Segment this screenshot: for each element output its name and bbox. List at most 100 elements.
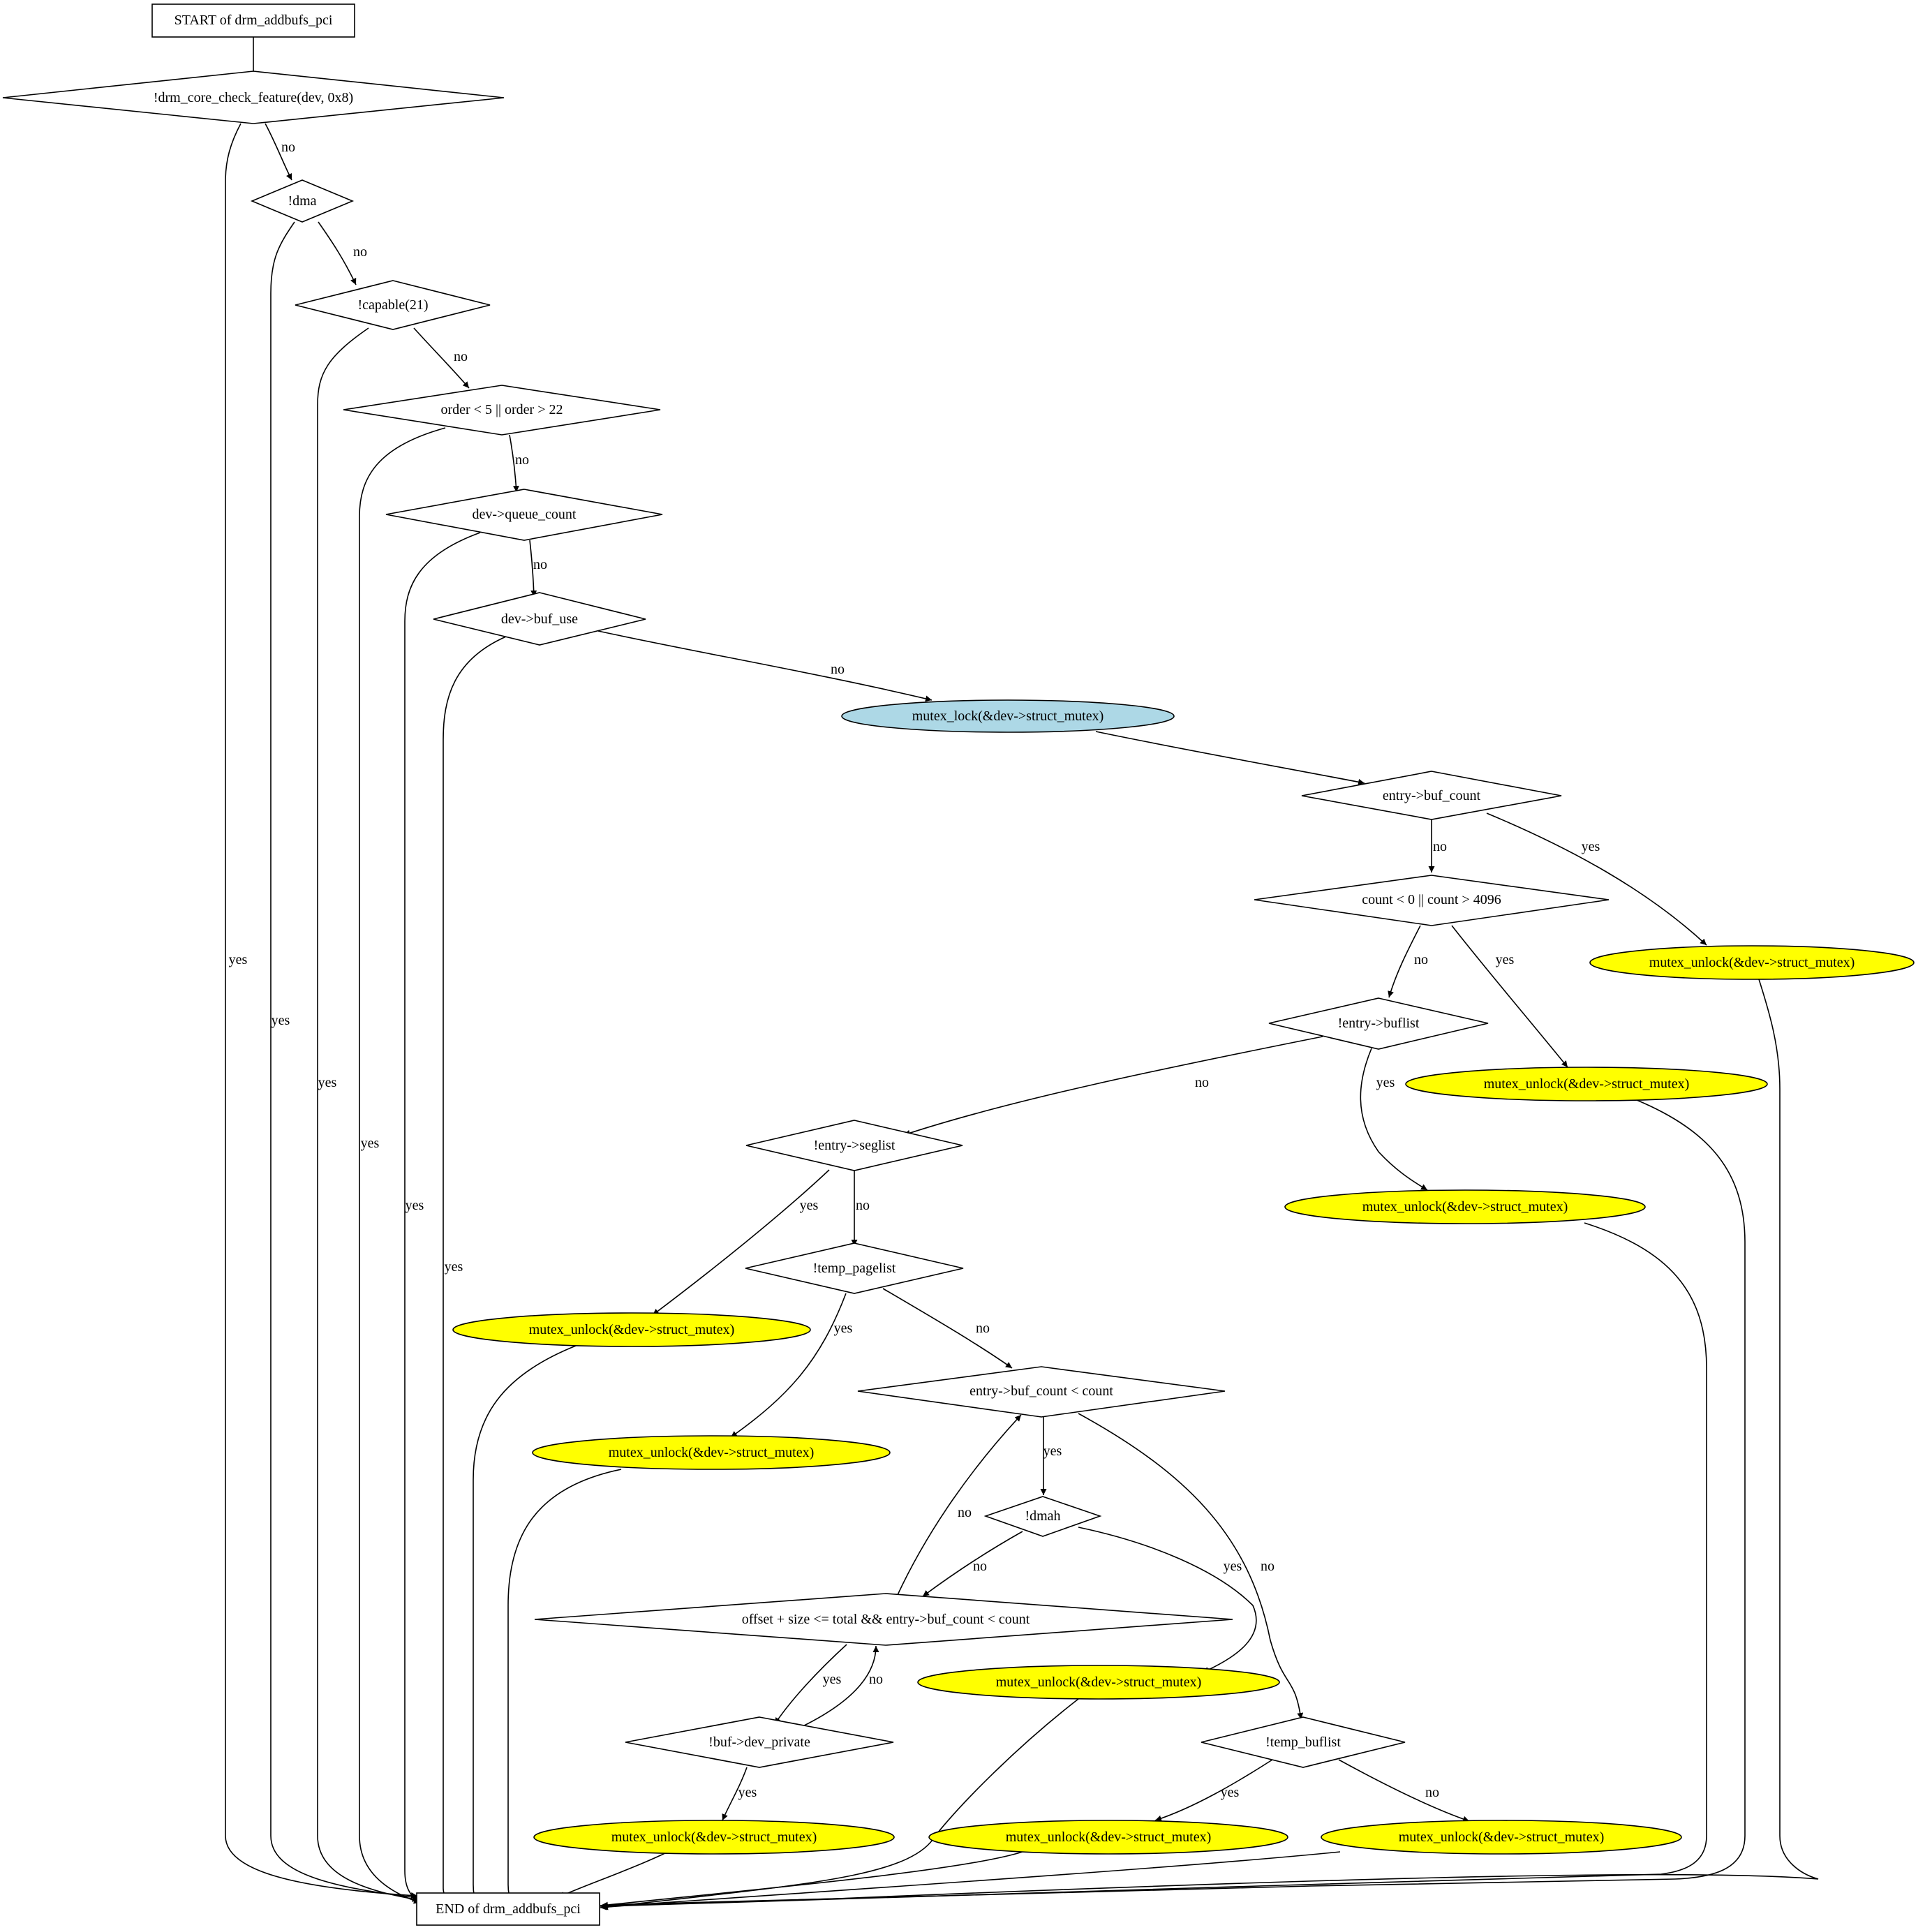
decision-node-order — [343, 385, 661, 436]
mutex-lock-node — [841, 699, 1175, 733]
mutex-unlock-node-6-label: mutex_unlock(&dev->struct_mutex) — [996, 1675, 1202, 1690]
decision-node-buf-count-less-label: entry->buf_count < count — [969, 1383, 1113, 1399]
end-node — [416, 1892, 600, 1926]
edge-label-n9-n10: no — [1195, 1075, 1209, 1090]
edge-label-n12-n13: yes — [1043, 1443, 1062, 1459]
decision-node-buflist — [1268, 997, 1489, 1050]
edge-n8-u2 — [1451, 925, 1568, 1068]
decision-node-seglist-label: !entry->seglist — [814, 1138, 896, 1153]
edge-label-n14-n15: yes — [823, 1672, 842, 1687]
start-node-label: START of drm_addbufs_pci — [174, 13, 333, 28]
edge-label-n2-end: yes — [272, 1013, 290, 1028]
decision-node-count-range — [1254, 875, 1610, 926]
edge-label-n5-n6: no — [533, 557, 547, 572]
edge-label-n10-u4: yes — [800, 1198, 819, 1213]
decision-node-temp-buflist — [1201, 1716, 1406, 1768]
edge-n8-n9 — [1388, 925, 1421, 998]
decision-node-buflist-label: !entry->buflist — [1338, 1016, 1420, 1031]
nodes: START of drm_addbufs_pci !drm_core_check… — [2, 3, 1915, 1926]
decision-node-queue-count — [385, 489, 663, 541]
edge-n6-lock — [597, 630, 932, 702]
edge-n3-end — [317, 327, 419, 1902]
mutex-unlock-node-4 — [452, 1312, 811, 1347]
edge-label-n16-u9: no — [1425, 1785, 1439, 1800]
mutex-unlock-node-5-label: mutex_unlock(&dev->struct_mutex) — [609, 1445, 815, 1460]
edge-n9-n10 — [903, 1036, 1323, 1136]
decision-node-check-feature-label: !drm_core_check_feature(dev, 0x8) — [154, 90, 353, 105]
decision-node-dma — [250, 179, 355, 223]
edge-labels: no yes no yes no yes no yes no yes no ye… — [229, 140, 1600, 1800]
decision-node-dmah-label: !dmah — [1025, 1508, 1060, 1524]
decision-node-queue-count-label: dev->queue_count — [472, 507, 576, 522]
edge-n5-n6 — [529, 540, 537, 597]
decision-node-temp-pagelist — [745, 1242, 964, 1294]
edge-label-n11-n12: no — [976, 1321, 990, 1336]
edge-n9-u3 — [1360, 1048, 1428, 1191]
edge-label-n1-end: yes — [229, 952, 248, 967]
decision-node-dev-private-label: !buf->dev_private — [708, 1735, 810, 1750]
edge-u4-end — [471, 1345, 577, 1905]
edge-label-n1-n2: no — [281, 140, 295, 155]
decision-node-buf-count-label: entry->buf_count — [1383, 788, 1481, 803]
decision-node-check-feature — [2, 70, 505, 124]
decision-node-capable — [295, 280, 491, 330]
edge-label-n3-n4: no — [454, 349, 468, 364]
edge-label-n12-n16: no — [1261, 1559, 1275, 1574]
mutex-unlock-node-2 — [1405, 1067, 1768, 1101]
edge-n13-n12 — [896, 1414, 1022, 1597]
edge-label-n13-n14: no — [973, 1559, 987, 1574]
mutex-unlock-node-8-label: mutex_unlock(&dev->struct_mutex) — [1006, 1829, 1212, 1845]
edge-u7-end — [558, 1852, 667, 1898]
edge-label-n6-lock: no — [831, 662, 845, 677]
decision-node-offset-size-label: offset + size <= total && entry->buf_cou… — [742, 1612, 1030, 1627]
edge-u9-end — [601, 1851, 1341, 1910]
edge-n11-u5 — [730, 1293, 847, 1438]
decision-node-dmah — [983, 1496, 1102, 1537]
edge-label-n13-u6: yes — [1224, 1559, 1242, 1574]
mutex-unlock-node-9-label: mutex_unlock(&dev->struct_mutex) — [1399, 1829, 1605, 1845]
edge-label-n9-u3: yes — [1376, 1075, 1395, 1090]
edge-label-n4-end: yes — [361, 1136, 380, 1151]
decision-node-count-range-label: count < 0 || count > 4096 — [1362, 892, 1501, 907]
decision-node-temp-pagelist-label: !temp_pagelist — [813, 1261, 896, 1276]
edge-u6-end — [601, 1698, 1079, 1910]
edge-n13-u6 — [1078, 1527, 1257, 1673]
edge-n15-u7 — [722, 1767, 748, 1821]
edge-label-n7-u1: yes — [1582, 839, 1600, 854]
mutex-unlock-node-4-label: mutex_unlock(&dev->struct_mutex) — [529, 1322, 735, 1337]
edge-label-n4-n5: no — [515, 452, 529, 468]
decision-node-dma-label: !dma — [288, 193, 316, 209]
edge-u8-end — [601, 1851, 1023, 1908]
edge-label-n8-n9: no — [1414, 952, 1428, 967]
edge-n1-end — [225, 123, 418, 1899]
edge-n16-u8 — [1154, 1759, 1273, 1822]
edge-n5-end — [404, 532, 481, 1903]
start-node — [151, 3, 355, 38]
edge-label-n16-u8: yes — [1221, 1785, 1240, 1800]
edge-u3-end — [600, 1222, 1707, 1910]
decision-node-buf-count-less — [857, 1366, 1226, 1418]
edge-u2-end — [600, 1099, 1746, 1909]
mutex-unlock-node-3 — [1284, 1189, 1646, 1224]
edge-label-n5-end: yes — [406, 1198, 424, 1213]
edge-label-n8-u2: yes — [1496, 952, 1515, 967]
mutex-unlock-node-6 — [917, 1665, 1280, 1700]
edge-n3-n4 — [413, 327, 470, 389]
edge-label-n15-n14: no — [869, 1672, 883, 1687]
mutex-unlock-node-2-label: mutex_unlock(&dev->struct_mutex) — [1484, 1076, 1690, 1092]
mutex-unlock-node-5 — [532, 1435, 891, 1470]
edge-n1-n2 — [265, 123, 292, 181]
mutex-unlock-node-7-label: mutex_unlock(&dev->struct_mutex) — [611, 1829, 817, 1845]
edge-n4-end — [359, 427, 446, 1904]
edge-n2-n3 — [318, 221, 357, 285]
mutex-unlock-node-1-label: mutex_unlock(&dev->struct_mutex) — [1649, 955, 1855, 970]
edge-label-n3-end: yes — [318, 1075, 337, 1090]
mutex-unlock-node-3-label: mutex_unlock(&dev->struct_mutex) — [1362, 1199, 1568, 1215]
mutex-unlock-node-9 — [1321, 1820, 1682, 1855]
edge-n13-n14 — [922, 1531, 1023, 1597]
edge-label-n7-n8: no — [1433, 839, 1447, 854]
end-node-label: END of drm_addbufs_pci — [436, 1901, 581, 1917]
edge-n4-n5 — [509, 434, 519, 493]
mutex-unlock-node-1 — [1589, 945, 1915, 980]
